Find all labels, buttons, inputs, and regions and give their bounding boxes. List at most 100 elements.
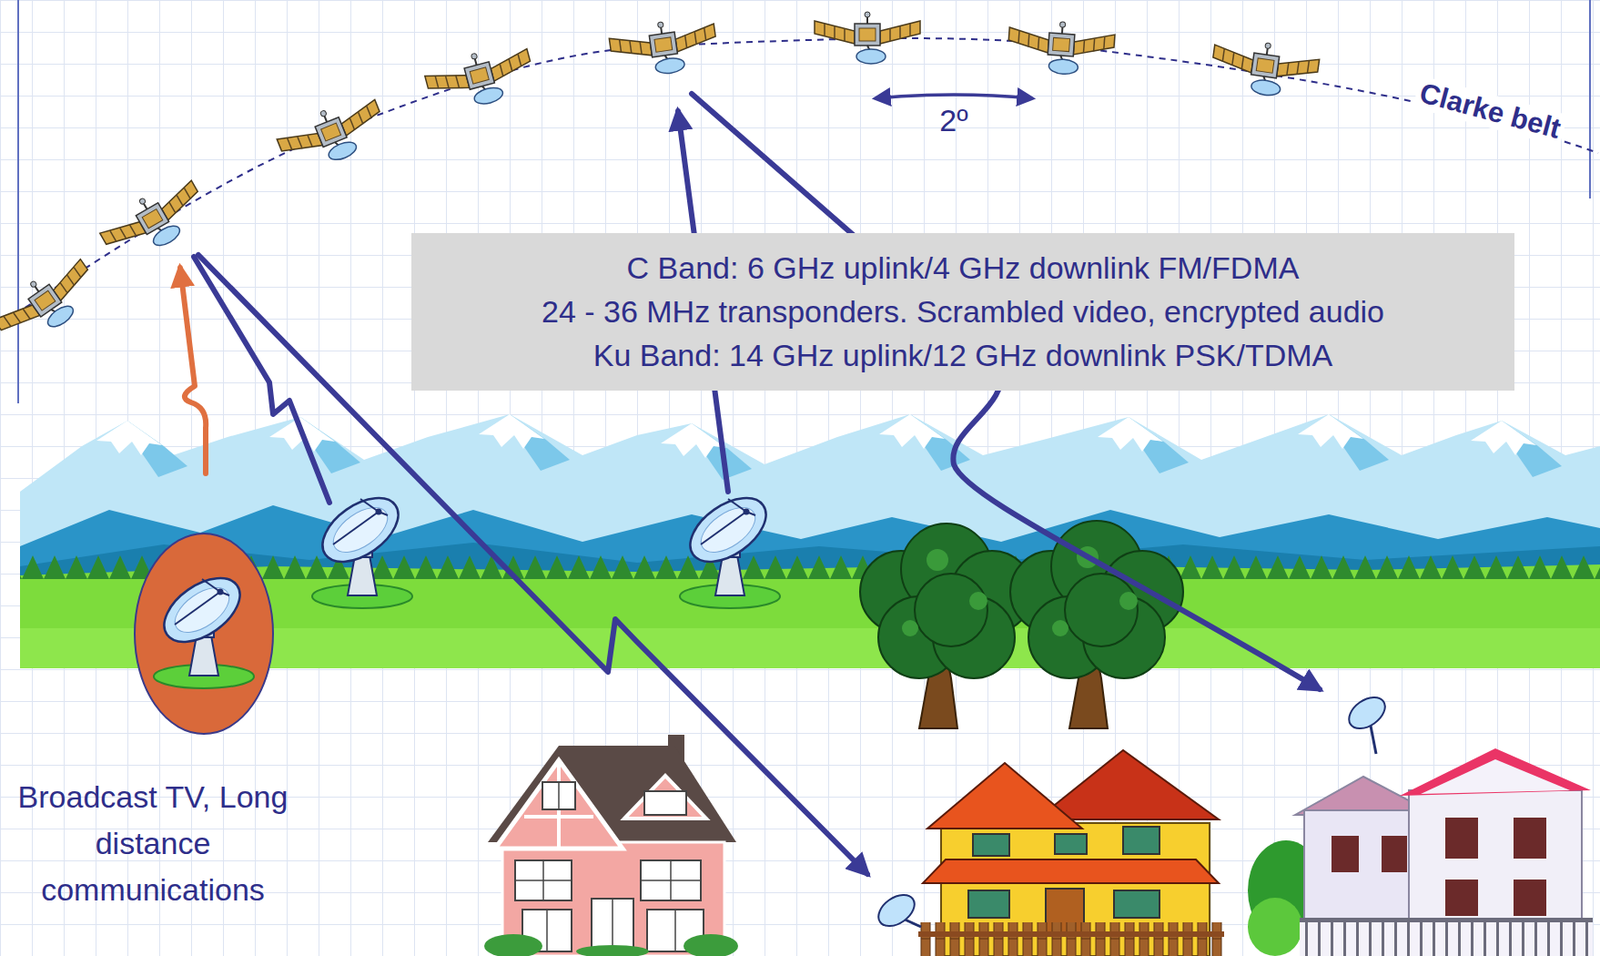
yellow-house-part-part bbox=[972, 833, 1010, 856]
tudor-house-part bbox=[495, 759, 623, 849]
right-house-part bbox=[1299, 917, 1593, 956]
yellow-house-part-part bbox=[968, 890, 1010, 918]
tudor-house-part-part bbox=[576, 944, 649, 956]
trees-part-part bbox=[1064, 573, 1138, 647]
spacing-label: 2º bbox=[939, 102, 968, 139]
right-house-part-part bbox=[1513, 817, 1547, 859]
tudor-house bbox=[484, 734, 739, 956]
trees-part-part bbox=[1119, 591, 1138, 610]
tudor-house-part-part bbox=[515, 860, 572, 901]
tudor-house-part-part bbox=[640, 860, 701, 901]
satellites-part-part bbox=[607, 14, 720, 82]
tudor-house-part bbox=[484, 933, 739, 956]
mountains-part bbox=[20, 414, 1600, 592]
signal-paths bbox=[180, 93, 1320, 874]
mountains-part bbox=[1097, 416, 1189, 474]
yellow-house-part bbox=[927, 762, 1083, 829]
right-house-part-part bbox=[1331, 835, 1359, 872]
yellow-house-dish bbox=[872, 888, 922, 932]
mountains-part bbox=[1297, 414, 1389, 471]
right-house-part bbox=[1331, 817, 1547, 916]
yellow-house-dish-part bbox=[872, 888, 921, 932]
spacing-arrow-part bbox=[875, 94, 1033, 99]
ground-stations-part bbox=[134, 533, 274, 734]
tudor-house-part-part bbox=[557, 781, 560, 810]
satellites-part bbox=[1208, 35, 1321, 102]
right-house-dish-part bbox=[1343, 690, 1391, 735]
tudor-house-part-part bbox=[674, 909, 677, 952]
band-text: 24 - 36 MHz transponders. Scrambled vide… bbox=[411, 289, 1515, 334]
ground-stations-part bbox=[678, 485, 780, 608]
right-house-part bbox=[1399, 748, 1591, 796]
yellow-house bbox=[918, 749, 1225, 956]
band-text: C Band: 6 GHz uplink/4 GHz downlink FM/F… bbox=[411, 245, 1515, 290]
spacing-arrow bbox=[875, 94, 1033, 99]
trees-part bbox=[901, 546, 1138, 637]
tudor-house-part bbox=[644, 790, 687, 815]
tudor-house-part-part bbox=[515, 879, 572, 882]
ground-stations-part bbox=[311, 485, 413, 608]
satellites-part bbox=[1006, 18, 1116, 78]
trees-part-part bbox=[926, 548, 949, 571]
trees bbox=[860, 520, 1184, 729]
tudor-house-part bbox=[542, 781, 576, 810]
satellites-part bbox=[607, 14, 720, 82]
ground-stations bbox=[134, 485, 780, 734]
satellites-part-part bbox=[422, 40, 538, 118]
frame-lines-part bbox=[17, 0, 20, 404]
right-house-part-part bbox=[1513, 879, 1547, 916]
satellites-part bbox=[422, 40, 538, 118]
usage-label: Broadcast TV, Long distance communicatio… bbox=[16, 773, 290, 913]
satellites-part bbox=[0, 251, 105, 355]
satellites-part-part bbox=[814, 11, 921, 64]
trees-part-part bbox=[901, 619, 919, 637]
yellow-house-part bbox=[1036, 749, 1219, 820]
right-house-part-part bbox=[1381, 835, 1408, 872]
yellow-house-part bbox=[922, 859, 1219, 883]
right-house bbox=[1247, 748, 1593, 956]
trees-part bbox=[1010, 520, 1184, 679]
tudor-house-part bbox=[624, 775, 707, 819]
yellow-house-part-part bbox=[1113, 890, 1160, 918]
tudor-house-part-part bbox=[640, 879, 701, 882]
right-house-part-part bbox=[1445, 879, 1479, 916]
trees-part bbox=[860, 523, 1033, 679]
right-house-part-part bbox=[1445, 817, 1479, 859]
signal-paths-part bbox=[180, 267, 206, 474]
satellites-part bbox=[814, 11, 921, 64]
right-house-part bbox=[1299, 917, 1593, 922]
yellow-house-part bbox=[918, 921, 1225, 956]
frame-lines bbox=[18, 0, 1590, 404]
band-text: Ku Band: 14 GHz uplink/12 GHz downlink P… bbox=[411, 333, 1515, 377]
mountains-part bbox=[1470, 420, 1562, 477]
trees-part-part bbox=[914, 573, 988, 647]
band-info-box: C Band: 6 GHz uplink/4 GHz downlink FM/F… bbox=[411, 232, 1515, 391]
tudor-house-part bbox=[515, 781, 701, 956]
orbit-label: Clarke belt bbox=[1412, 75, 1568, 147]
right-house-dish bbox=[1343, 690, 1391, 754]
satellites-part-part bbox=[1208, 35, 1321, 102]
yellow-house-part-part bbox=[1054, 833, 1087, 854]
mountains-part bbox=[96, 420, 188, 477]
signal-paths-part bbox=[193, 256, 330, 503]
tudor-house-part-part bbox=[683, 933, 739, 956]
satellites-part-part bbox=[1006, 18, 1116, 78]
ground-stations-part bbox=[152, 565, 254, 689]
right-house-part bbox=[1247, 897, 1303, 956]
mountains-part bbox=[660, 423, 752, 480]
signal-paths-part bbox=[691, 93, 1320, 689]
tudor-house-part bbox=[524, 814, 594, 819]
tudor-house-part-part bbox=[484, 933, 543, 956]
tudor-house-part-part bbox=[546, 909, 548, 952]
trees-part-part bbox=[969, 591, 988, 610]
mountains-part bbox=[478, 414, 570, 471]
yellow-house-part-part bbox=[1123, 826, 1160, 854]
frame-lines-part bbox=[1589, 0, 1591, 199]
satellites-part-part bbox=[0, 251, 105, 355]
tudor-house-part bbox=[515, 860, 704, 956]
right-house-part bbox=[1420, 759, 1570, 794]
satellites-part-part bbox=[273, 91, 391, 179]
satellites-part bbox=[273, 91, 391, 179]
yellow-house-part bbox=[918, 931, 1225, 937]
